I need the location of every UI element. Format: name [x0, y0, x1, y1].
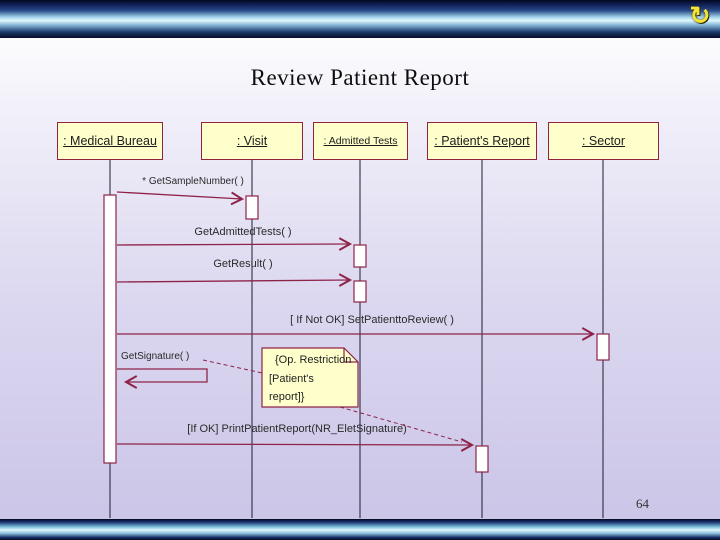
activation-sector [596, 333, 610, 361]
activation-admitted-tests-2 [353, 280, 367, 303]
message-label-print-patient-report: [If OK] PrintPatientReport(NR_EletSignat… [187, 423, 407, 435]
activation-medical-bureau [103, 194, 117, 464]
circular-arrow-icon[interactable]: ↻ [689, 2, 711, 30]
message-arrow-get-admitted-tests [116, 237, 353, 251]
lifeline-label: : Sector [581, 133, 626, 148]
activation-admitted-tests-1 [353, 244, 367, 268]
message-arrow-get-result [116, 273, 353, 287]
activation-visit [245, 195, 259, 220]
page-title: Review Patient Report [250, 65, 470, 90]
message-label-get-result: GetResult( ) [213, 258, 273, 270]
slide-page-number: 64 [636, 496, 649, 511]
note-fold-corner [343, 348, 358, 363]
lifeline-box-patients-report: : Patient's Report [427, 122, 537, 160]
message-arrow-get-sample-number [116, 191, 245, 206]
bottom-footer-bar [0, 519, 720, 540]
lifeline-box-sector: : Sector [548, 122, 659, 160]
message-label-set-patient-to-review: [ If Not OK] SetPatienttoReview( ) [290, 314, 454, 326]
note-text: {Op. Restriction [Patient's report]} [269, 351, 355, 407]
lifeline-label: : Visit [236, 133, 268, 148]
note-line: report]} [269, 391, 305, 403]
lifeline-label: : Patient's Report [434, 133, 530, 148]
message-arrow-print-patient-report [116, 438, 475, 452]
message-label-get-sample-number: * GetSampleNumber( ) [142, 176, 244, 187]
lifeline-box-visit: : Visit [201, 122, 303, 160]
lifeline-label: : Medical Bureau [63, 133, 157, 148]
note-shape [261, 347, 359, 408]
lifeline-box-medical-bureau: : Medical Bureau [57, 122, 163, 160]
lifeline-box-admitted-tests: : Admitted Tests [313, 122, 408, 160]
top-title-bar [0, 0, 720, 38]
note-anchor-to-signature [202, 359, 263, 374]
activation-patients-report [475, 445, 489, 473]
lifeline-label: : Admitted Tests [323, 134, 398, 147]
note-anchor-to-print [339, 406, 463, 443]
note-line: {Op. Restriction [275, 354, 352, 366]
message-label-get-signature: GetSignature( ) [121, 351, 190, 362]
message-arrow-get-signature-self [117, 368, 208, 389]
note-line: [Patient's [269, 372, 314, 385]
message-label-get-admitted-tests: GetAdmittedTests( ) [194, 226, 292, 238]
